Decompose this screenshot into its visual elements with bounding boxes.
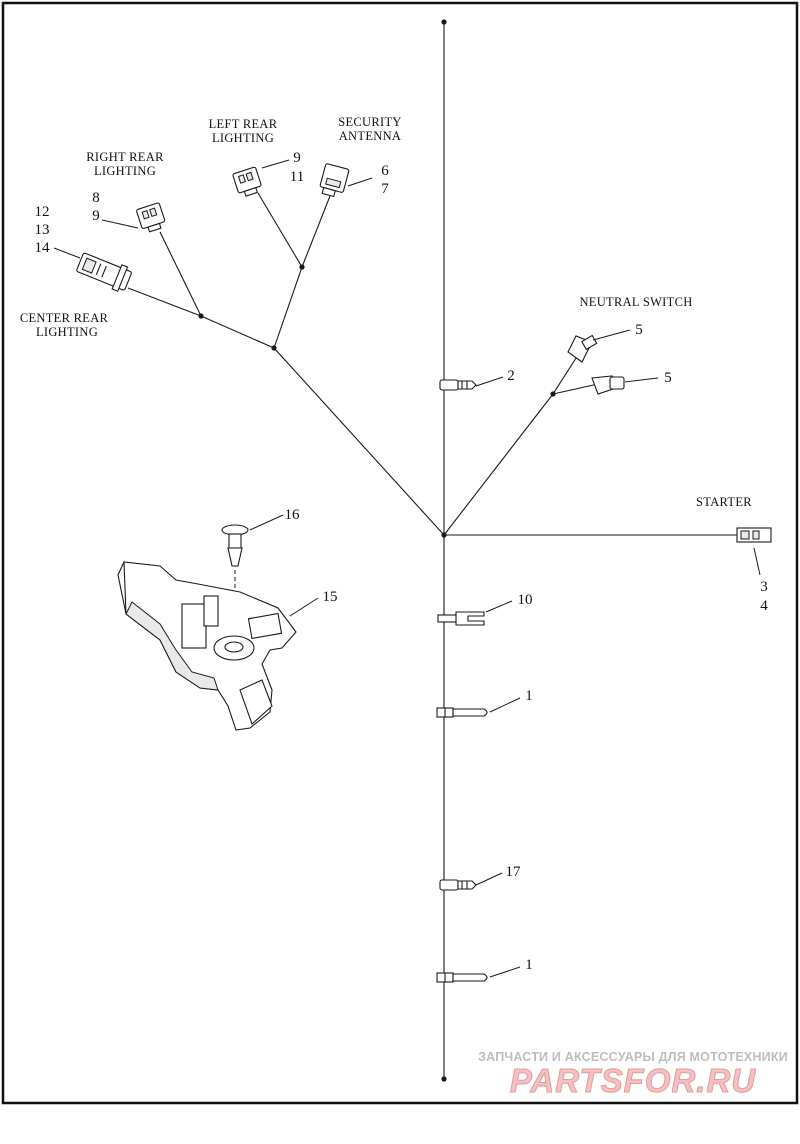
callout-13: 13 (35, 222, 50, 238)
security-label-line2: ANTENNA (339, 129, 402, 143)
diagram-frame (1, 1, 799, 1105)
callout-7: 7 (381, 181, 389, 197)
neutral-switch-connector-upper (567, 334, 598, 363)
starter-label: STARTER (696, 495, 752, 509)
callout-3: 3 (760, 579, 768, 595)
callout-16: 16 (285, 507, 301, 523)
callout-10: 10 (518, 592, 533, 608)
cable-strap-1-lower (436, 972, 488, 983)
cable-strap-1-upper (436, 707, 488, 718)
callout-8: 8 (92, 190, 100, 206)
right-rear-label-line2: LIGHTING (94, 164, 156, 178)
right-rear-lighting-connector (136, 202, 166, 233)
push-pin-16 (221, 524, 249, 600)
callout-17: 17 (506, 864, 522, 880)
left-rear-label-line2: LIGHTING (212, 131, 274, 145)
left-rear-label-line1: LEFT REAR (209, 117, 278, 131)
center-rear-label-line2: LIGHTING (36, 325, 98, 339)
callout-5-upper: 5 (635, 322, 643, 338)
fork-clip-10 (437, 611, 485, 626)
center-rear-label-line1: CENTER REAR (20, 311, 109, 325)
callout-14: 14 (35, 240, 51, 256)
watermark-logo: PARTSFOR.RU (510, 1062, 756, 1099)
callout-11: 11 (290, 169, 304, 185)
neutral-switch-connector-lower (591, 375, 625, 395)
starter-connector (736, 527, 772, 543)
callout-1-lower: 1 (525, 957, 533, 973)
callout-9-right-rear: 9 (92, 208, 100, 224)
neutral-switch-label: NEUTRAL SWITCH (579, 295, 692, 309)
callout-2: 2 (507, 368, 515, 384)
leader-lines (53, 159, 761, 978)
callout-15: 15 (323, 589, 338, 605)
push-clip-17 (439, 879, 477, 891)
callout-9-left-rear: 9 (293, 150, 301, 166)
left-rear-lighting-connector (232, 166, 262, 197)
callout-4: 4 (760, 598, 768, 614)
security-antenna-connector (319, 163, 350, 198)
junction-nodes (198, 19, 556, 1082)
callout-6: 6 (381, 163, 389, 179)
callout-1-upper: 1 (525, 688, 533, 704)
push-clip-2 (439, 379, 477, 391)
harness-wires (127, 22, 738, 1079)
center-rear-lighting-connector (76, 252, 132, 292)
bracket-15 (117, 561, 297, 731)
security-label-line1: SECURITY (338, 115, 402, 129)
callout-5-lower: 5 (664, 370, 672, 386)
right-rear-label-line1: RIGHT REAR (86, 150, 164, 164)
callout-12: 12 (35, 204, 50, 220)
watermark-tagline: ЗАПЧАСТИ И АКСЕССУАРЫ ДЛЯ МОТОТЕХНИКИ (478, 1050, 788, 1064)
